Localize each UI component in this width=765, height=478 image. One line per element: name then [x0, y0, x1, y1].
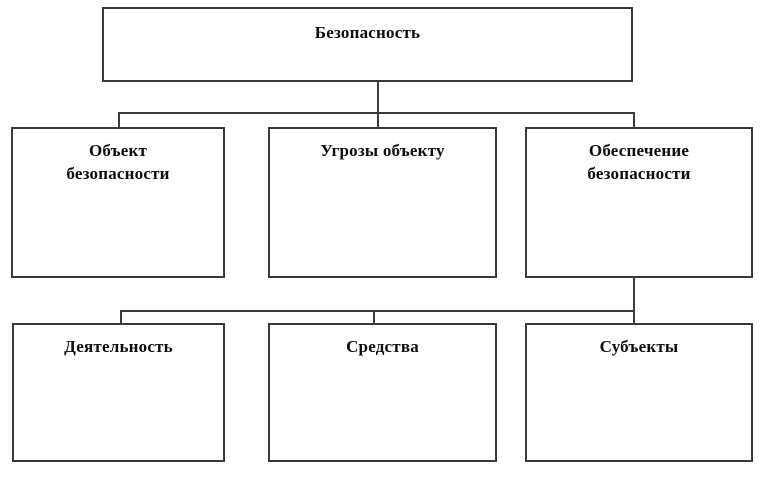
connector-root-stem	[377, 82, 379, 112]
connector-provision-to-means	[373, 310, 375, 324]
node-subekty[interactable]: Субъекты	[525, 323, 753, 462]
connector-provision-to-subjects	[633, 310, 635, 324]
node-bezopasnost[interactable]: Безопасность	[102, 7, 633, 82]
node-obekt-bezopasnosti[interactable]: Объект безопасности	[11, 127, 225, 278]
node-label-subekty: Субъекты	[599, 337, 679, 356]
connector-provision-stem	[633, 278, 635, 311]
node-sredstva[interactable]: Средства	[268, 323, 497, 462]
connector-root-to-threats	[377, 112, 379, 128]
connector-root-to-object	[118, 112, 120, 128]
node-obespechenie-bezopasnosti[interactable]: Обеспечение безопасности	[525, 127, 753, 278]
connector-provision-to-activity	[120, 310, 122, 324]
node-deyatelnost[interactable]: Деятельность	[12, 323, 225, 462]
node-label-sredstva: Средства	[346, 337, 419, 356]
node-label-obespechenie-bezopasnosti: Обеспечение безопасности	[587, 141, 691, 183]
node-label-ugrozy-obektu: Угрозы объекту	[320, 141, 445, 160]
connector-row3-bus	[120, 310, 633, 312]
connector-root-to-provision	[633, 112, 635, 128]
node-label-bezopasnost: Безопасность	[314, 23, 421, 42]
node-label-obekt-bezopasnosti: Объект безопасности	[66, 141, 170, 183]
node-ugrozy-obektu[interactable]: Угрозы объекту	[268, 127, 497, 278]
connector-row2-bus	[118, 112, 633, 114]
node-label-deyatelnost: Деятельность	[64, 337, 173, 356]
